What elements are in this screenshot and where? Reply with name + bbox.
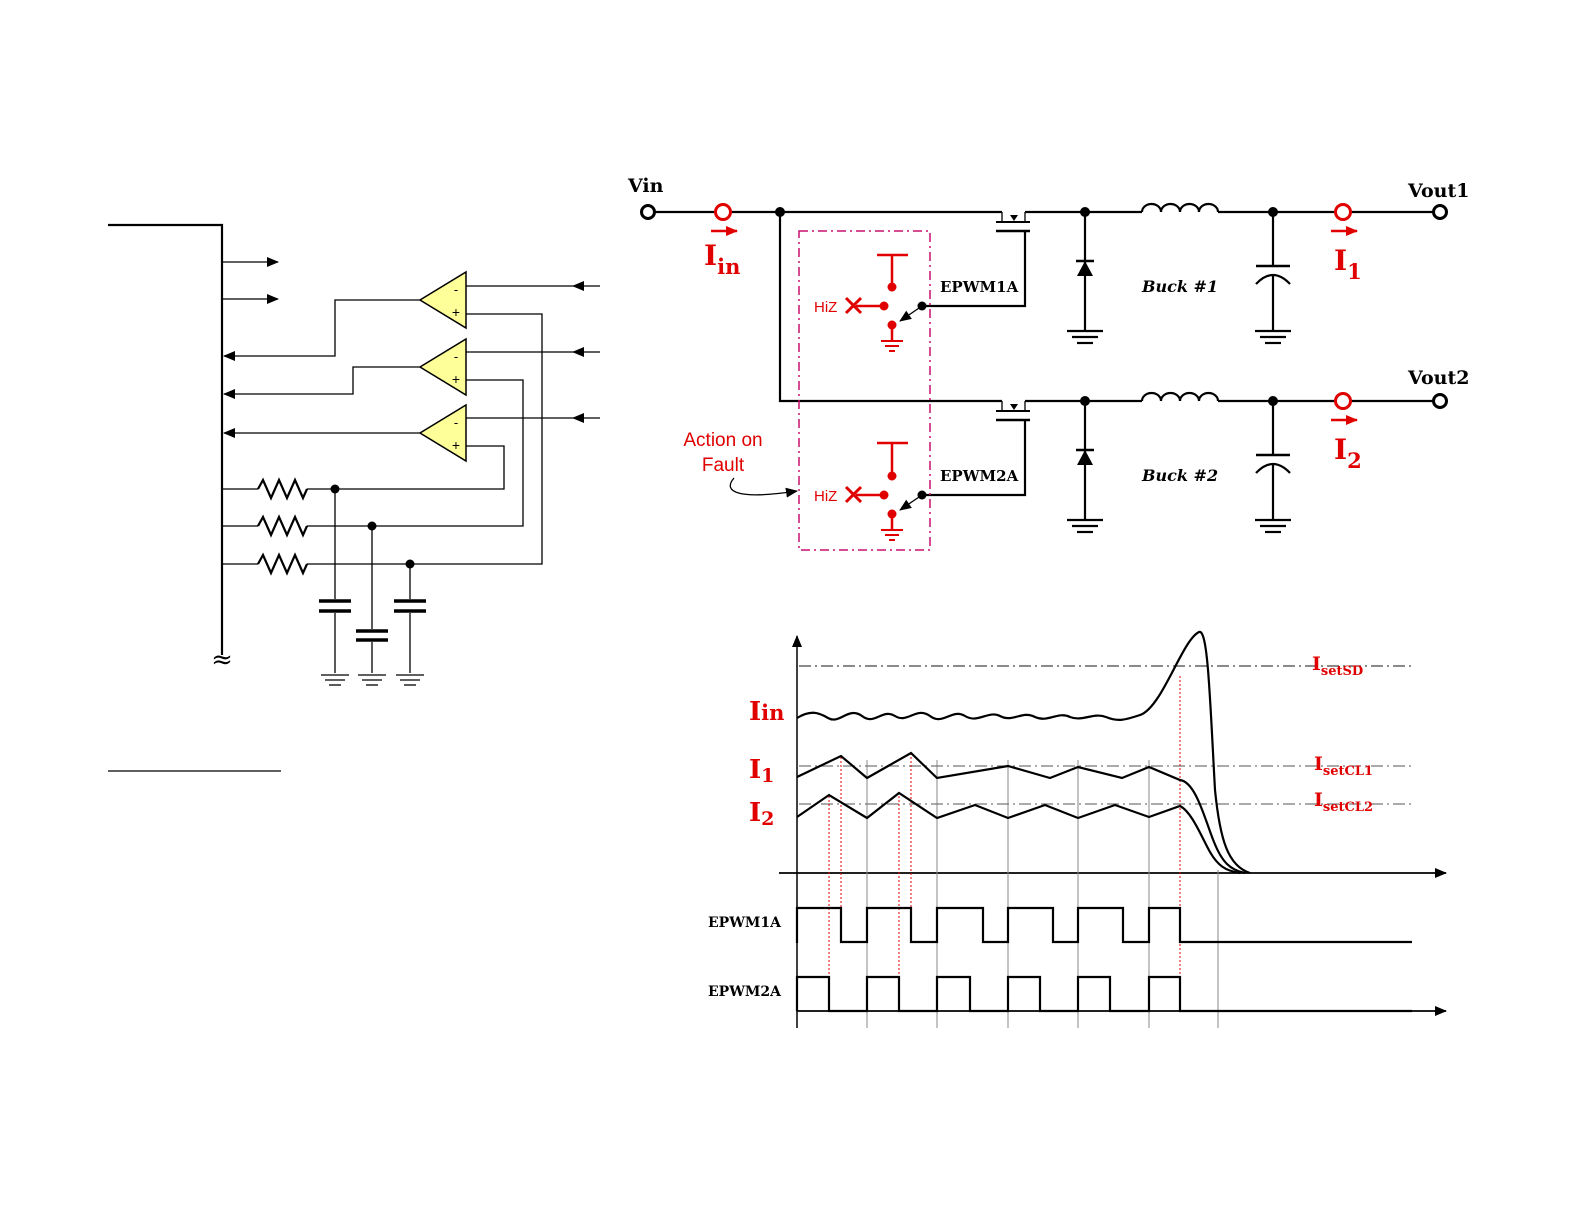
break-symbol: ≈ — [211, 645, 233, 675]
comparator-section: ≈ - + - + - + — [108, 225, 600, 771]
timing-iin-label: Iin — [749, 697, 784, 727]
fault-switch-1: HiZ — [814, 255, 927, 351]
diode-2 — [1067, 396, 1103, 532]
comparator-3: - + — [224, 405, 600, 489]
hiz-label: HiZ — [814, 488, 837, 505]
output-capacitor-2 — [1255, 396, 1291, 532]
buck2-label: Buck #2 — [1141, 466, 1218, 485]
rc-filter-1 — [222, 480, 351, 685]
trip-markers — [829, 676, 1180, 1011]
fault-label: Fault — [702, 455, 745, 476]
epwm1a-waveform — [797, 908, 1412, 943]
vin-terminal — [642, 206, 655, 219]
action-on-fault-label: Action on — [683, 430, 762, 451]
epwm2a-label: EPWM2A — [940, 467, 1019, 485]
timing-i2-label: I2 — [749, 798, 774, 830]
i1-sense-point — [1336, 205, 1351, 220]
i2-waveform — [797, 793, 1240, 873]
svg-text:-: - — [454, 282, 458, 297]
vout1-label: Vout1 — [1407, 180, 1469, 202]
vout2-terminal — [1434, 395, 1447, 408]
iin-waveform — [797, 632, 1250, 873]
isetcl2-label: IsetCL2 — [1314, 789, 1373, 815]
diode-1 — [1067, 207, 1103, 343]
rc-filter-2 — [222, 517, 388, 685]
output-capacitor-1 — [1255, 207, 1291, 343]
action-pointer-arrow — [730, 478, 797, 495]
vin-label: Vin — [627, 175, 664, 197]
buck-circuit: Vin Vout1 Vout2 Iin I1 I2 — [627, 175, 1469, 550]
i2-label: I2 — [1334, 433, 1362, 473]
epwm1a-label: EPWM1A — [940, 278, 1019, 296]
hiz-label: HiZ — [814, 299, 837, 316]
buck1-label: Buck #1 — [1141, 277, 1218, 296]
timing-epwm1a-label: EPWM1A — [708, 915, 782, 931]
bus-line — [108, 225, 222, 655]
inductor-2 — [1142, 393, 1218, 401]
vout1-terminal — [1434, 206, 1447, 219]
svg-text:-: - — [454, 415, 458, 430]
iin-label: Iin — [704, 239, 740, 279]
svg-text:+: + — [452, 371, 460, 387]
timing-epwm2a-label: EPWM2A — [708, 984, 782, 1000]
svg-text:+: + — [452, 437, 460, 453]
inductor-1 — [1142, 204, 1218, 212]
isetsd-label: IsetSD — [1312, 653, 1363, 679]
vout2-label: Vout2 — [1407, 367, 1469, 389]
period-gridlines — [867, 760, 1218, 1028]
isetcl1-label: IsetCL1 — [1314, 753, 1373, 779]
svg-text:-: - — [454, 349, 458, 364]
timing-i1-label: I1 — [749, 755, 774, 787]
fault-switch-2: HiZ — [814, 443, 927, 540]
iin-sense-point — [716, 205, 731, 220]
rc-filter-3 — [222, 555, 426, 685]
i1-label: I1 — [1334, 244, 1362, 284]
timing-diagram: Iin I1 I2 IsetSD IsetCL1 IsetCL2 EPWM1A … — [708, 632, 1446, 1028]
i2-sense-point — [1336, 394, 1351, 409]
svg-text:+: + — [452, 304, 460, 320]
epwm2a-waveform — [797, 977, 1412, 1011]
